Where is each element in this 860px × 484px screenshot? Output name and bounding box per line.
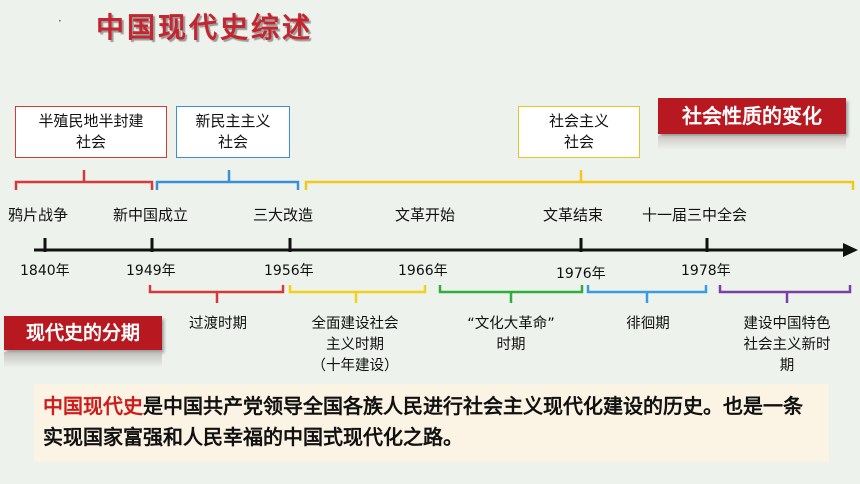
nature-box-semi-colonial: 半殖民地半封建 社会 — [15, 106, 167, 158]
event-opium-war: 鸦片战争 — [8, 206, 69, 224]
event-cr-start: 文革开始 — [395, 206, 456, 224]
title-dot: · — [58, 14, 62, 28]
bracket-semi-colonial — [14, 170, 154, 190]
bracket-socialist — [304, 170, 855, 190]
nature-box-label: 半殖民地半封建 — [38, 112, 144, 130]
summary-box: 中国现代史是中国共产党领导全国各族人民进行社会主义现代化建设的历史。也是一条实现… — [34, 384, 829, 462]
period-label: 过渡时期 — [189, 316, 247, 332]
summary-highlight: 中国现代史 — [43, 394, 143, 418]
period-label: 时期 — [496, 337, 526, 353]
period-transition: 过渡时期 — [177, 314, 259, 335]
period-label: 建设中国特色 — [743, 316, 831, 332]
year-1966: 1966年 — [398, 263, 448, 279]
bracket-ten-years — [288, 285, 427, 303]
period-label: “文化大革命” — [467, 316, 555, 332]
period-ten-years: 全面建设社会 主义时期 （十年建设） — [293, 314, 417, 377]
nature-box-socialist: 社会主义 社会 — [518, 106, 640, 158]
period-cultural-revolution: “文化大革命” 时期 — [446, 314, 576, 356]
event-third-plenum: 十一届三中全会 — [642, 206, 748, 224]
banner-reflection — [658, 136, 846, 150]
nature-box-label: 社会 — [75, 133, 106, 151]
year-1956: 1956年 — [264, 263, 314, 279]
nature-box-label: 社会 — [217, 133, 248, 151]
period-label: 社会主义新时 — [743, 337, 831, 353]
period-new-era: 建设中国特色 社会主义新时 期 — [722, 314, 852, 377]
year-1978: 1978年 — [681, 263, 731, 279]
bracket-wandering — [586, 285, 708, 303]
event-three-transformations: 三大改造 — [253, 206, 314, 224]
nature-box-label: 社会主义 — [548, 112, 609, 130]
timeline-arrow — [843, 243, 858, 257]
banner-periodization: 现代史的分期 — [4, 316, 162, 350]
period-label: （十年建设） — [311, 358, 399, 374]
event-prc-founding: 新中国成立 — [113, 206, 189, 224]
bracket-new-democratic — [155, 170, 300, 190]
year-1949: 1949年 — [126, 263, 176, 279]
period-wandering: 徘徊期 — [608, 314, 688, 335]
bracket-new-era — [718, 285, 852, 303]
banner-society-change: 社会性质的变化 — [658, 98, 846, 134]
period-label: 徘徊期 — [626, 316, 670, 332]
period-label: 主义时期 — [326, 337, 384, 353]
bracket-transition — [148, 285, 285, 303]
year-1976: 1976年 — [556, 266, 606, 282]
period-label: 全面建设社会 — [311, 316, 399, 332]
banner-reflection — [4, 352, 162, 368]
event-cr-end: 文革结束 — [543, 206, 604, 224]
period-label: 期 — [779, 358, 795, 374]
nature-box-label: 新民主主义 — [195, 112, 271, 130]
summary-text: 是中国共产党领导全国各族人民进行社会主义现代化建设的历史。也是一条实现国家富强和… — [43, 394, 803, 449]
page-title: 中国现代史综述 — [96, 11, 314, 44]
nature-box-label: 社会 — [563, 133, 594, 151]
bracket-cultural-revolution — [438, 285, 584, 303]
nature-box-new-democratic: 新民主主义 社会 — [176, 106, 290, 158]
year-1840: 1840年 — [20, 263, 70, 279]
